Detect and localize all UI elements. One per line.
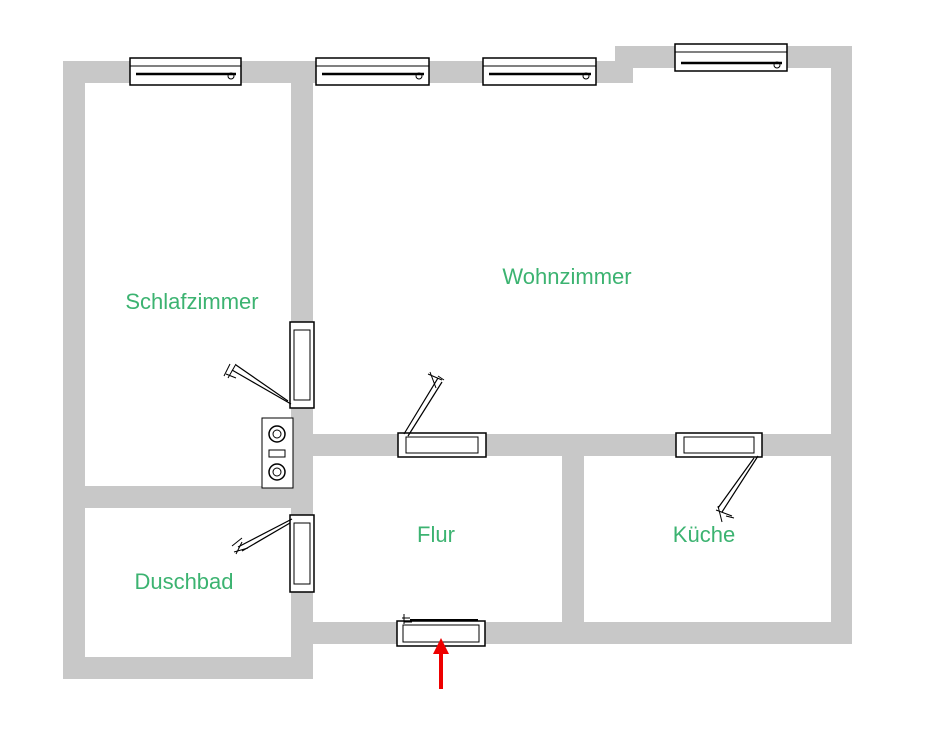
label-duschbad: Duschbad [134, 569, 233, 594]
wall-bottom-left [63, 657, 313, 679]
room-labels: Schlafzimmer Wohnzimmer Flur Küche Dusch… [125, 264, 735, 594]
door-duschbad [231, 514, 315, 593]
wall-step [615, 46, 633, 83]
window-3 [482, 57, 597, 86]
wall-right [831, 46, 852, 644]
window-1 [129, 57, 242, 86]
wall-left [63, 61, 85, 679]
wall-hall-kitchen [562, 434, 584, 644]
window-2 [315, 57, 430, 86]
label-wohnzimmer: Wohnzimmer [502, 264, 631, 289]
label-flur: Flur [417, 522, 455, 547]
burner-icon [268, 425, 286, 443]
door-wohnzimmer [397, 371, 487, 458]
door-kueche [675, 432, 763, 523]
burner-icon [268, 463, 286, 481]
window-4 [674, 43, 788, 72]
entrance-arrow-icon [433, 638, 449, 689]
label-schlafzimmer: Schlafzimmer [125, 289, 258, 314]
doors [223, 321, 763, 647]
door-schlafzimmer [223, 321, 315, 409]
wall-bath-top [63, 486, 313, 508]
cooktop [261, 417, 294, 489]
windows [129, 43, 788, 86]
label-kueche: Küche [673, 522, 735, 547]
